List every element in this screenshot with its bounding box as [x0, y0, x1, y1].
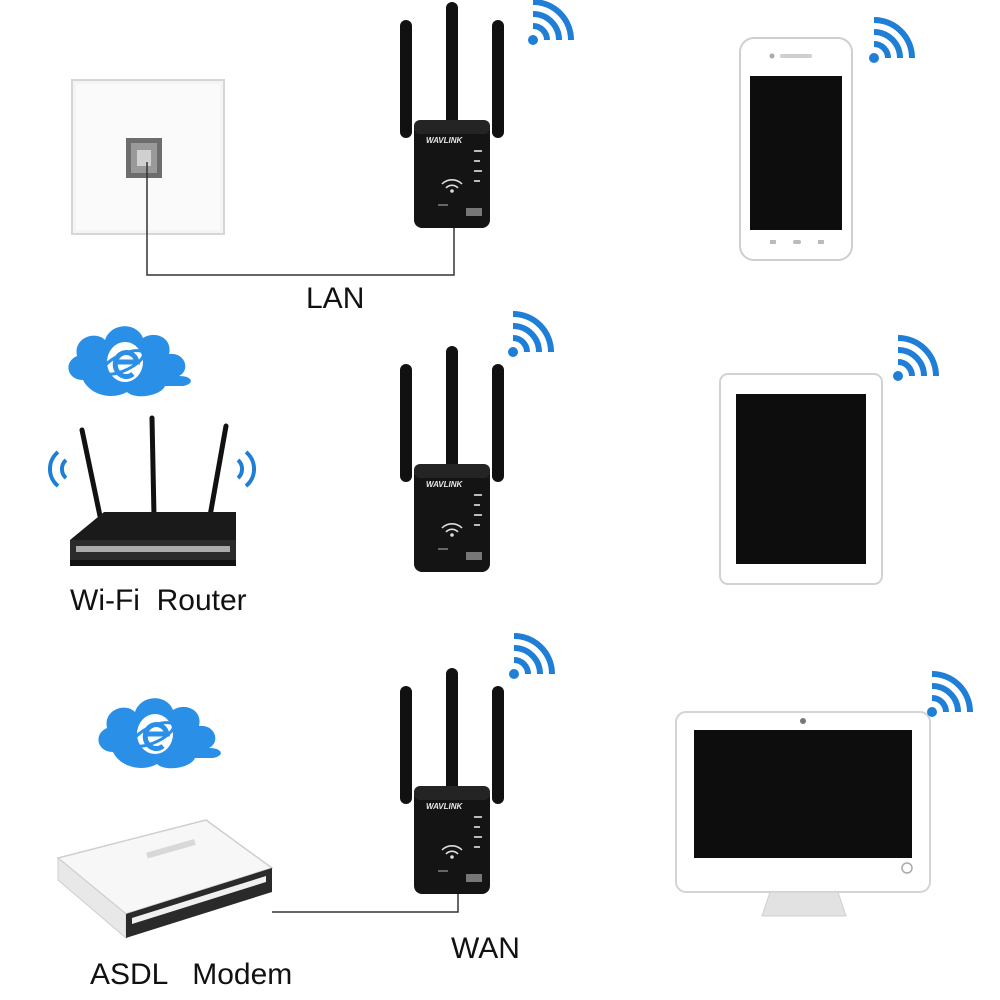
adsl-modem-device [56, 819, 274, 940]
tablet-device [719, 373, 883, 585]
wifi-icon [893, 338, 936, 381]
internet-cloud-icon [98, 698, 220, 768]
wifi-icon [927, 674, 970, 717]
router-label: Wi-Fi Router [70, 584, 247, 617]
internet-cloud-icon [68, 326, 190, 396]
wifi-icon [47, 450, 257, 488]
wifi-icon [508, 314, 551, 357]
wifi-router-device [70, 415, 236, 566]
smartphone-device [739, 37, 853, 261]
monitor-device [675, 711, 931, 917]
repeater-device-3 [399, 667, 505, 895]
wall-socket-panel [71, 79, 225, 235]
wan-cable-line [272, 890, 459, 913]
lan-cable-line [146, 162, 455, 276]
wifi-icon [869, 20, 912, 63]
modem-label: ASDL Modem [90, 958, 293, 991]
repeater-device-2 [399, 345, 505, 573]
repeater-brand-3: WAVLINK [426, 802, 463, 811]
lan-label: LAN [306, 282, 365, 315]
wifi-icon [509, 636, 552, 679]
repeater-brand-2: WAVLINK [426, 480, 463, 489]
repeater-device-1 [399, 1, 505, 229]
repeater-brand-1: WAVLINK [426, 136, 463, 145]
wifi-icon [528, 2, 571, 45]
wan-label: WAN [451, 932, 520, 965]
